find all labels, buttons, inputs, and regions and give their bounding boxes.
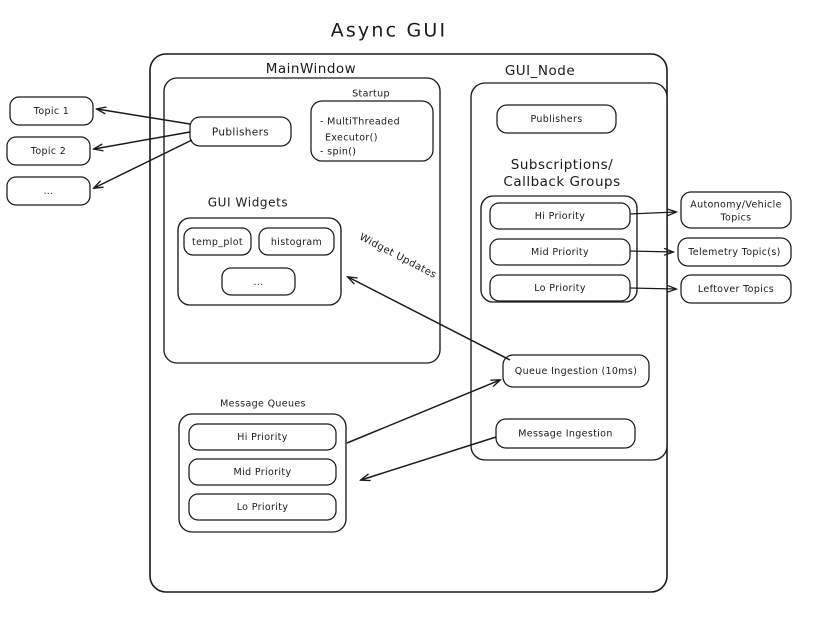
queue-ingestion-label: Queue Ingestion (10ms) (515, 366, 638, 377)
queue-lo-priority-label: Lo Priority (237, 502, 289, 513)
mainwindow-publishers-box[interactable] (189, 116, 292, 147)
queue-lo-priority-box[interactable] (188, 493, 337, 521)
queue-mid-priority-label: Mid Priority (234, 467, 292, 478)
arrow-lo-priority-to-leftover (629, 288, 676, 289)
sub-hi-priority-label: Hi Priority (535, 211, 585, 222)
queue-hi-priority-label: Hi Priority (237, 432, 287, 443)
widget-histogram-box[interactable] (258, 227, 335, 256)
arrow-mid-priority-to-telemetry (629, 251, 673, 252)
right-topic-leftover-box[interactable] (680, 274, 792, 304)
arrow-message-queues-to-queue-ingestion (346, 380, 500, 444)
arrow-hi-priority-to-autonomy (629, 212, 676, 214)
page-title: Async GUI (331, 20, 448, 42)
widget-temp-plot-box[interactable] (183, 227, 252, 256)
left-topic-2-label: Topic 2 (30, 146, 66, 157)
sub-lo-priority-label: Lo Priority (534, 283, 586, 294)
guinode-publishers-label: Publishers (530, 114, 582, 125)
right-topic-autonomy-label-line1: Autonomy/Vehicle (690, 200, 782, 211)
arrow-publishers-to-topic-more (94, 139, 193, 188)
arrow-message-ingestion-to-message-queues (361, 436, 497, 480)
message-ingestion-box[interactable] (495, 418, 636, 449)
widget-more-label: ... (253, 277, 263, 288)
sub-mid-priority-box[interactable] (489, 238, 631, 266)
left-topic-2-box[interactable] (6, 136, 91, 166)
startup-line-1: - MultiThreaded (320, 117, 400, 128)
queue-ingestion-box[interactable] (502, 354, 650, 388)
widget-histogram-label: histogram (271, 237, 322, 248)
right-topic-telemetry-label: Telemetry Topic(s) (687, 247, 780, 258)
mainwindow-publishers-label: Publishers (212, 127, 269, 139)
left-topic-more-label: ... (43, 186, 53, 197)
queue-mid-priority-box[interactable] (188, 458, 337, 486)
right-topic-autonomy-label-line2: Topics (720, 213, 752, 224)
queue-hi-priority-box[interactable] (188, 423, 337, 451)
subscriptions-title-line1: Subscriptions/ (511, 157, 613, 173)
arrow-queue-ingestion-to-gui-widgets (348, 277, 511, 361)
message-queues-title: Message Queues (220, 399, 306, 410)
left-topic-1-label: Topic 1 (33, 106, 69, 117)
sub-mid-priority-label: Mid Priority (531, 247, 589, 258)
arrow-publishers-to-topic1 (97, 109, 191, 125)
sub-hi-priority-box[interactable] (489, 202, 631, 230)
subscriptions-title-line2: Callback Groups (503, 174, 620, 190)
right-topic-telemetry-box[interactable] (677, 237, 792, 267)
right-topic-leftover-label: Leftover Topics (698, 284, 774, 295)
startup-title: Startup (352, 89, 390, 100)
mainwindow-title: MainWindow (266, 61, 356, 77)
startup-line-2: Executor() (325, 133, 378, 144)
gui-widgets-title: GUI Widgets (208, 196, 289, 210)
widget-temp-plot-label: temp_plot (192, 237, 243, 248)
startup-box[interactable] (310, 100, 434, 162)
left-topic-more-box[interactable] (6, 176, 91, 206)
widget-more-box[interactable] (221, 267, 296, 296)
guinode-publishers-box[interactable] (496, 104, 617, 134)
message-ingestion-label: Message Ingestion (518, 429, 612, 440)
arrow-publishers-to-topic2 (94, 131, 191, 149)
right-topic-autonomy-box[interactable] (680, 191, 792, 229)
startup-line-3: - spin() (320, 147, 356, 158)
guinode-title: GUI_Node (505, 63, 575, 79)
left-topic-1-box[interactable] (9, 96, 94, 126)
